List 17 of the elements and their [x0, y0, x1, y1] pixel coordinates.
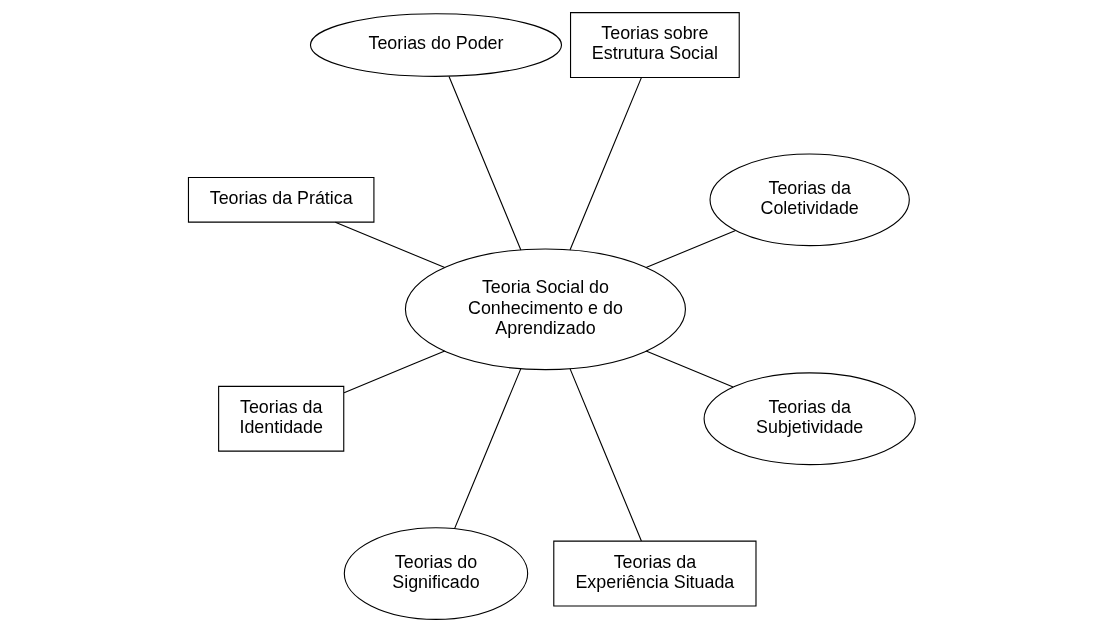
- node-ellipse: Teorias da Coletividade: [709, 153, 910, 247]
- node-ellipse: Teoria Social do Conhecimento e do Aprendizado: [404, 248, 686, 371]
- node-box: Teorias sobre Estrutura Social: [570, 12, 740, 78]
- connector: [454, 368, 522, 529]
- node-ellipse: Teorias do Significado: [343, 527, 529, 620]
- connector: [569, 77, 642, 251]
- connector: [569, 368, 642, 542]
- node-box: Teorias da Experiência Situada: [553, 540, 757, 607]
- node-ellipse: Teorias da Subjetividade: [703, 372, 916, 466]
- node-box: Teorias da Identidade: [218, 385, 345, 452]
- connector: [343, 350, 446, 394]
- node-box: Teorias da Prática: [187, 176, 375, 223]
- connector: [645, 229, 737, 269]
- connector: [334, 221, 446, 269]
- connector: [448, 75, 522, 251]
- connector: [645, 350, 734, 388]
- node-ellipse: Teorias do Poder: [309, 13, 563, 77]
